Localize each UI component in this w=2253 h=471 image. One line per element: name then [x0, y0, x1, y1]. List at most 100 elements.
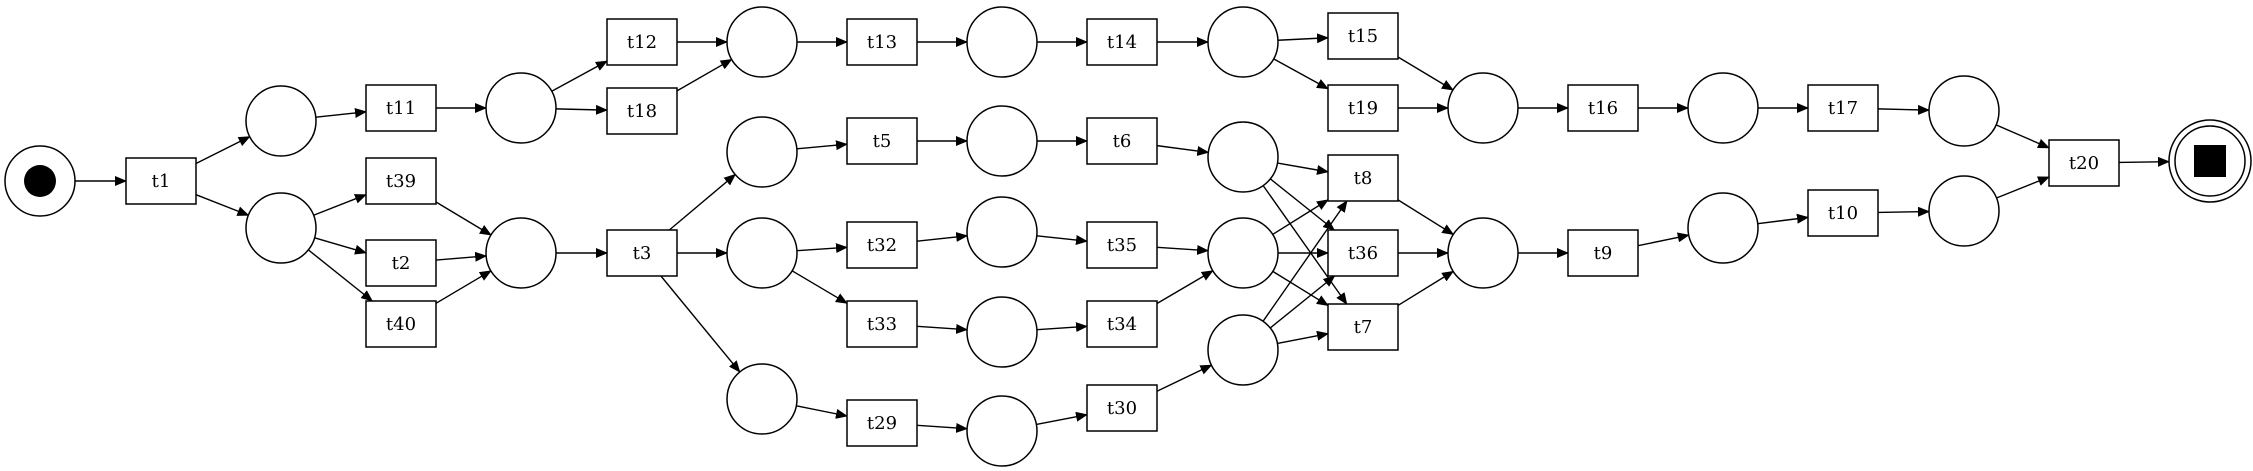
transition-label: t7: [1354, 317, 1373, 338]
transition-t11: t11: [365, 84, 437, 132]
arc-t15-to-p_t15_19: [1397, 56, 1454, 91]
place-p_t3_in: [485, 217, 557, 289]
arc-p_t3_mid-to-t33: [791, 270, 848, 304]
arc-t1-to-p_t1_up: [195, 136, 251, 165]
arc-t40-to-p_t3_in: [435, 270, 492, 304]
transition-label: t40: [386, 314, 416, 335]
place-p_t13: [966, 6, 1038, 78]
arc-p_t32-to-t35: [1036, 235, 1088, 245]
transition-t13: t13: [846, 18, 918, 66]
transition-label: t2: [392, 253, 411, 274]
transition-t2: t2: [365, 239, 437, 287]
arcs-layer: [75, 33, 2171, 433]
arc-t6-to-p_t6: [1156, 144, 1210, 156]
arc-t10-to-p_t10: [1877, 206, 1931, 217]
place-p_t9: [1687, 192, 1759, 264]
arc-t18-to-p_join1: [676, 58, 733, 92]
place-p_t17_out: [1928, 75, 2000, 147]
arc-p_t11-to-t12: [551, 60, 608, 92]
transition-label: t16: [1588, 98, 1618, 119]
arc-t2-to-p_t3_in: [435, 251, 488, 262]
transition-label: t5: [873, 131, 892, 152]
transition-t32: t32: [846, 221, 918, 269]
transition-label: t10: [1828, 203, 1858, 224]
transition-t8: t8: [1327, 154, 1399, 202]
transition-label: t15: [1348, 26, 1378, 47]
place-p_t16: [1687, 72, 1759, 144]
transition-t20: t20: [2048, 139, 2120, 187]
transition-t14: t14: [1086, 18, 1158, 66]
place-p_t3_up: [726, 116, 798, 188]
place-p_t11: [485, 72, 557, 144]
arc-t3-to-p_t3_low: [660, 275, 741, 373]
transition-label: t13: [867, 32, 897, 53]
transition-t33: t33: [846, 300, 918, 348]
place-p_t3_mid: [726, 217, 798, 289]
transition-label: t36: [1348, 243, 1378, 264]
transition-t10: t10: [1807, 189, 1879, 237]
arc-t30-to-p_t30: [1156, 364, 1213, 392]
place-p_t3_low: [726, 363, 798, 435]
token-icon: [24, 165, 56, 197]
transition-label: t11: [386, 98, 416, 119]
arc-p_t17_out-to-t20: [1995, 124, 2050, 149]
arc-p_t30-to-t36: [1269, 275, 1336, 329]
start-place: [4, 145, 76, 217]
arc-p_t1_down-to-t40: [307, 249, 374, 302]
transition-label: t8: [1354, 168, 1373, 189]
place-p_t5: [966, 105, 1038, 177]
place-p_t32: [966, 196, 1038, 268]
arc-p_t14-to-t19: [1273, 58, 1329, 90]
place-p_t35_34: [1207, 217, 1279, 289]
arc-t1-to-p_t1_down: [195, 194, 250, 216]
place-p_t33: [966, 296, 1038, 368]
transition-label: t18: [627, 101, 657, 122]
arc-p_t10-to-t20: [1996, 176, 2050, 199]
arc-p_t33-to-t34: [1036, 322, 1088, 333]
transition-t12: t12: [606, 18, 678, 66]
transition-t1: t1: [125, 157, 197, 205]
arc-p_t29-to-t30: [1036, 411, 1088, 426]
place-p_t10: [1928, 175, 2000, 247]
arc-t32-to-p_t32: [916, 231, 969, 242]
place-p_join_t9: [1447, 217, 1519, 289]
transition-label: t34: [1107, 314, 1137, 335]
end-place: [2168, 119, 2252, 203]
transition-label: t1: [152, 171, 171, 192]
arc-p_t3_low-to-t29: [796, 405, 848, 419]
arc-t35-to-p_t35_34: [1156, 244, 1210, 255]
transition-t7: t7: [1327, 303, 1399, 351]
transition-t17: t17: [1807, 84, 1879, 132]
arc-t9-to-p_t9: [1637, 232, 1690, 247]
arc-p_t1_down-to-t2: [314, 237, 367, 255]
arc-t39-to-p_t3_in: [435, 201, 492, 236]
arc-t29-to-p_t29: [916, 422, 969, 433]
place-p_t6: [1207, 121, 1279, 193]
place-p_t1_down: [245, 192, 317, 264]
transition-t15: t15: [1327, 12, 1399, 60]
place-p_t1_up: [245, 85, 317, 157]
transition-t29: t29: [846, 399, 918, 447]
transition-t39: t39: [365, 157, 437, 205]
arc-p_t6-to-t36: [1269, 178, 1336, 231]
arc-p_t35_34-to-t8: [1272, 199, 1329, 236]
transition-t35: t35: [1086, 221, 1158, 269]
place-p_join1: [726, 6, 798, 78]
arc-t33-to-p_t33: [916, 323, 969, 334]
arc-p_t3_up-to-t5: [796, 140, 848, 151]
transition-label: t30: [1107, 398, 1137, 419]
arc-p_t30-to-t7: [1277, 330, 1329, 345]
place-p_t30: [1207, 314, 1279, 386]
arc-p_t14-to-t15: [1277, 33, 1329, 44]
arc-t17-to-p_t17_out: [1877, 104, 1931, 115]
transition-t6: t6: [1086, 117, 1158, 165]
arc-p_t11-to-t18: [555, 104, 608, 115]
transition-t5: t5: [846, 117, 918, 165]
arc-p_t1_up-to-t11: [315, 108, 367, 118]
transition-label: t29: [867, 413, 897, 434]
transition-t9: t9: [1567, 229, 1639, 277]
transition-label: t14: [1107, 32, 1137, 53]
place-p_t15_19: [1447, 72, 1519, 144]
